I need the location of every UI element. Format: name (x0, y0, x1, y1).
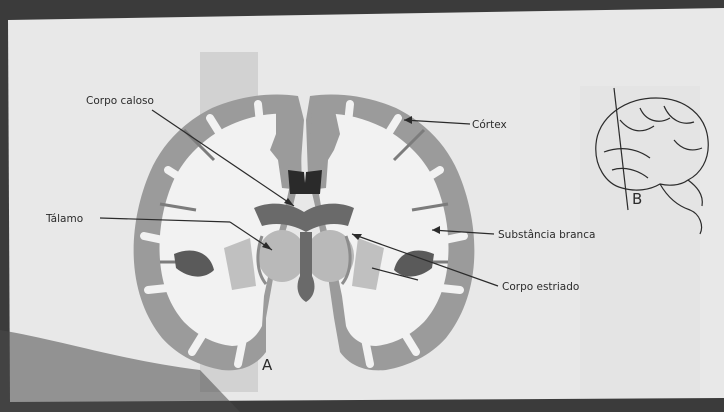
label-cortex: Córtex (472, 119, 507, 131)
third-ventricle (298, 232, 315, 302)
thalamus-left (258, 230, 306, 282)
panel-label-b: B (632, 190, 642, 208)
label-talamo: Tálamo (45, 213, 83, 225)
label-corpo-estriado: Corpo estriado (502, 281, 579, 293)
panel-label-a: A (262, 356, 273, 374)
label-corpo-caloso: Corpo caloso (86, 95, 154, 107)
label-substancia-branca: Substância branca (498, 229, 595, 241)
